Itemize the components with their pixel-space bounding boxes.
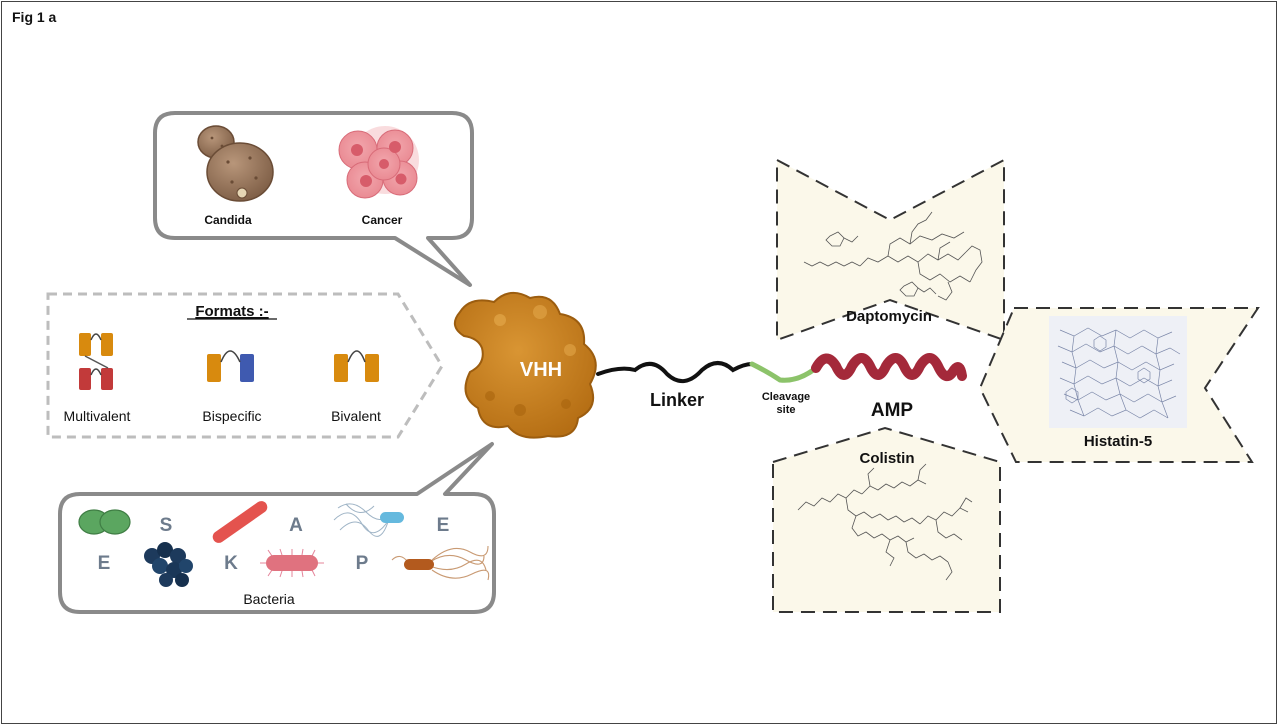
staphylococcus-icon (78, 509, 131, 535)
targets-bubble: Candida Cancer (153, 111, 474, 287)
amp-label: AMP (871, 400, 914, 421)
letter-e-bottom: E (98, 553, 111, 574)
bivalent-icon (334, 350, 379, 382)
cancer-label: Cancer (362, 213, 403, 227)
rod-bacterium-icon (212, 501, 268, 543)
colistin-label: Colistin (860, 450, 915, 467)
amp-helix (811, 353, 967, 381)
cancer-cells-icon (338, 126, 419, 199)
letter-k: K (224, 553, 238, 574)
klebsiella-cluster-icon (144, 542, 193, 587)
letter-a: A (289, 515, 303, 536)
cleavage-label-line1: Cleavage (762, 391, 810, 403)
linker-line (596, 361, 754, 383)
formats-title: Formats :- (195, 303, 268, 320)
letter-s: S (160, 515, 173, 536)
letter-e-top: E (437, 515, 450, 536)
letter-p: P (356, 553, 369, 574)
bacteria-bubble: S A E E K (58, 442, 496, 614)
multivalent-icon (79, 333, 113, 390)
daptomycin-panel: Daptomycin (776, 158, 1005, 342)
enterobacter-icon (391, 545, 490, 581)
pseudomonas-icon (260, 548, 324, 578)
linker-label: Linker (650, 390, 704, 410)
daptomycin-label: Daptomycin (846, 308, 932, 325)
histatin-structure-icon (1057, 327, 1181, 419)
figure-label: Fig 1 a (12, 9, 57, 25)
colistin-panel: Colistin (772, 426, 1001, 613)
candida-label: Candida (204, 213, 252, 227)
candida-cell-icon (197, 125, 274, 202)
bacteria-label: Bacteria (243, 591, 295, 607)
cleavage-site-line (749, 361, 819, 383)
colistin-structure-icon (797, 463, 973, 581)
format-multivalent-label: Multivalent (64, 408, 131, 424)
histatin-label: Histatin-5 (1084, 433, 1152, 450)
format-bispecific-label: Bispecific (202, 408, 261, 424)
histatin-panel: Histatin-5 (978, 307, 1260, 463)
vhh-domain: VHH (453, 291, 597, 439)
cleavage-label-line2: site (777, 404, 796, 416)
daptomycin-structure-icon (803, 211, 983, 301)
bispecific-icon (207, 350, 254, 382)
vhh-label: VHH (520, 359, 562, 381)
format-bivalent-label: Bivalent (331, 408, 381, 424)
flagellated-bacterium-icon (333, 503, 404, 537)
formats-box: Formats :- (46, 292, 444, 439)
